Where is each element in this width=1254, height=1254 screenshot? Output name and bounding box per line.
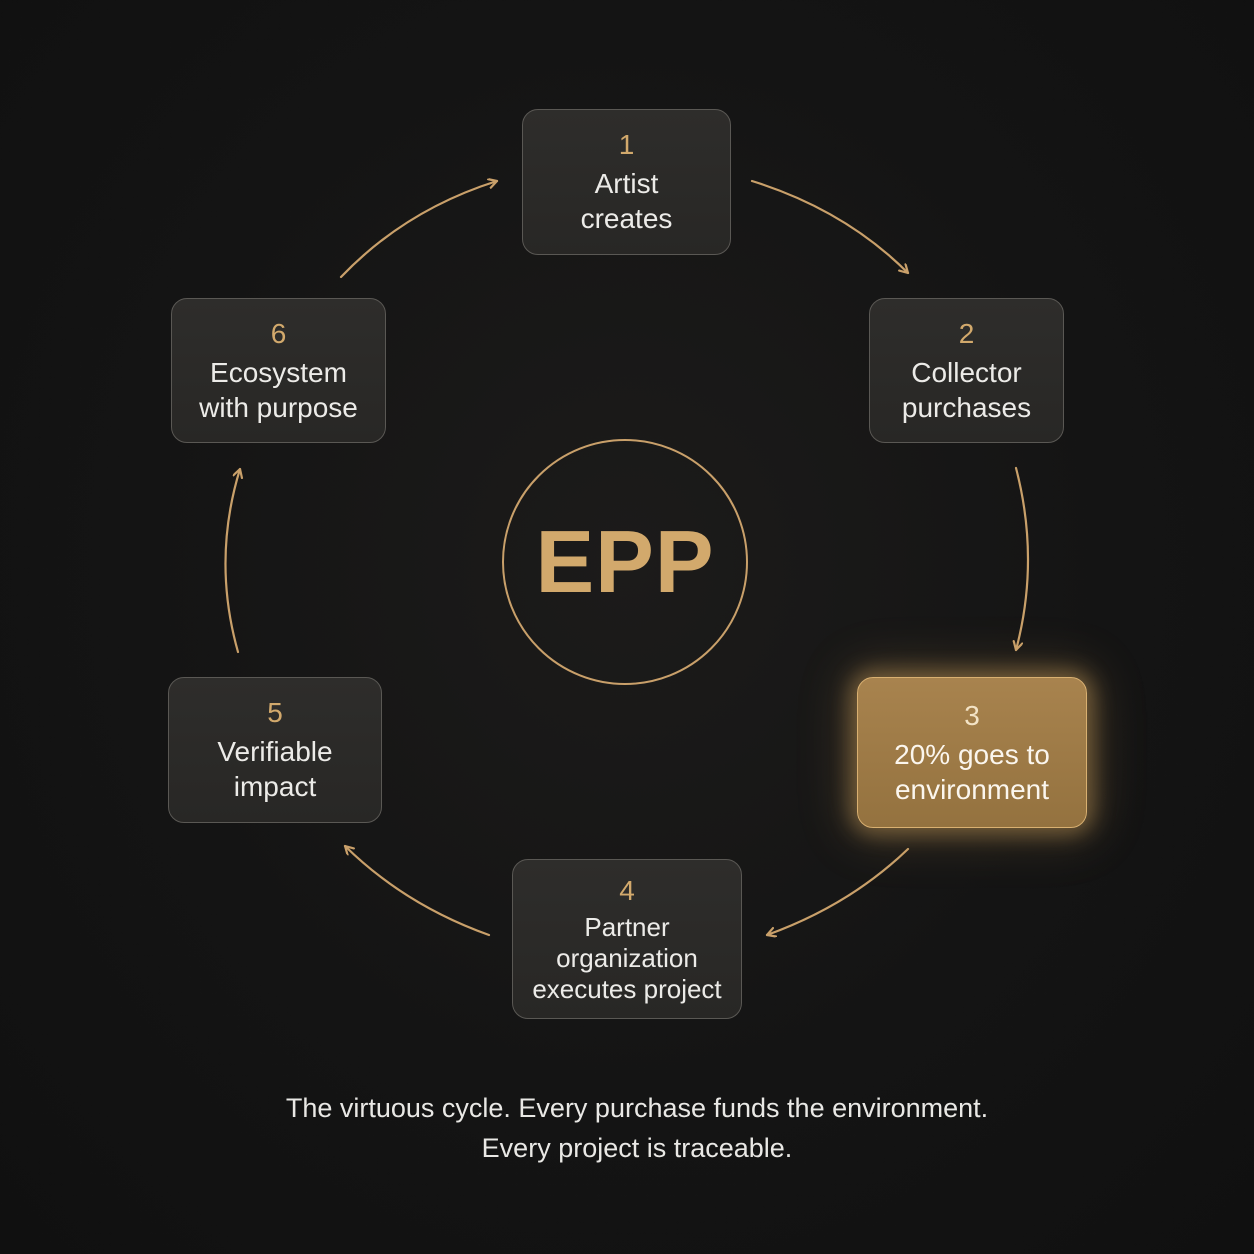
step-number: 5 (267, 697, 283, 728)
arrow-step3-to-step4 (765, 847, 910, 935)
step-3-box-highlighted: 3 20% goes to environment (857, 677, 1087, 828)
step-label: 20% goes to environment (894, 738, 1050, 805)
step-label: Collector purchases (901, 356, 1032, 423)
step-1-box: 1 Artist creates (522, 109, 731, 255)
step-number: 3 (964, 699, 980, 731)
caption-line-1: The virtuous cycle. Every purchase funds… (285, 1093, 989, 1123)
arrow-step6-to-step1 (339, 181, 499, 279)
caption-line-2: Every project is traceable. (481, 1133, 793, 1163)
arrow-step2-to-step3 (1016, 466, 1030, 652)
center-circle: EPP (502, 439, 748, 685)
step-label: Partner organization executes project (532, 911, 722, 1004)
arrow-step5-to-step6 (224, 467, 240, 654)
step-number: 4 (619, 874, 635, 906)
step-number: 6 (270, 317, 287, 349)
step-number: 2 (958, 317, 975, 349)
step-label: Artist creates (580, 168, 673, 234)
step-6-box: 6 Ecosystem with purpose (171, 298, 386, 443)
step-2-box: 2 Collector purchases (869, 298, 1064, 443)
step-number: 1 (618, 129, 635, 160)
diagram-caption: The virtuous cycle. Every purchase funds… (10, 1088, 1254, 1168)
step-label: Verifiable impact (217, 736, 333, 802)
arrow-step1-to-step2 (750, 179, 910, 275)
arrow-step4-to-step5 (343, 844, 491, 937)
step-4-box: 4 Partner organization executes project (512, 859, 742, 1019)
center-label: EPP (535, 512, 715, 611)
step-5-box: 5 Verifiable impact (168, 677, 382, 823)
step-label: Ecosystem with purpose (199, 356, 358, 423)
